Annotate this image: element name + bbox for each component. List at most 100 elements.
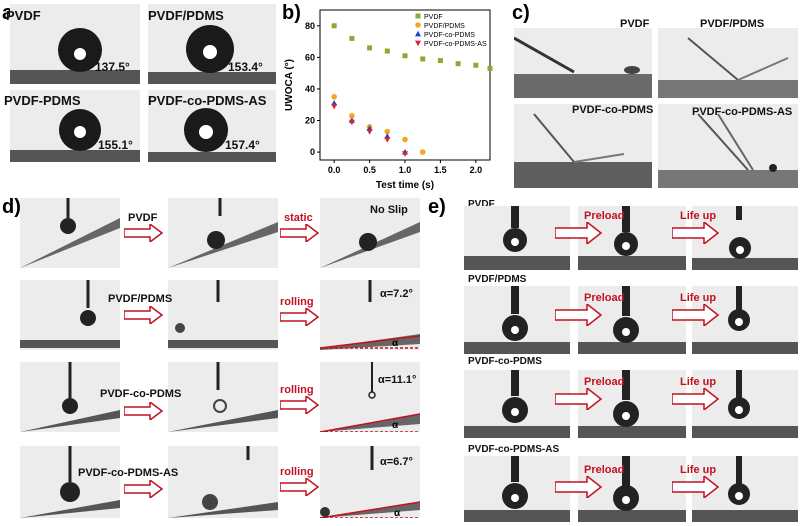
x-tick-label: 2.0: [470, 165, 483, 175]
tilted-drop-image: α: [320, 280, 420, 350]
data-point: [331, 103, 338, 110]
adhesion-photo-lift: [692, 286, 798, 354]
slide-photo-start: [20, 362, 120, 432]
step-label: Life up: [680, 210, 717, 222]
y-tick-label: 80: [305, 21, 315, 31]
x-tick-label: 1.0: [399, 165, 412, 175]
slide-photo-start: [20, 198, 120, 268]
tilted-drop-image: [168, 446, 278, 518]
data-point: [473, 62, 479, 68]
right-arrow-icon: [672, 304, 720, 326]
right-arrow-icon: [280, 396, 320, 414]
x-tick-label: 0.5: [363, 165, 376, 175]
right-arrow-icon: [280, 308, 320, 326]
right-arrow-icon: [672, 222, 720, 244]
adhesion-drop-image: [464, 456, 570, 522]
action-label: rolling: [280, 466, 314, 478]
data-point: [402, 151, 408, 157]
data-point: [487, 65, 493, 71]
tilted-drop-image: [20, 198, 120, 268]
alpha-symbol: α: [392, 338, 399, 349]
tilted-drop-image: [168, 362, 278, 432]
contact-angle-value: 155.1°: [98, 138, 133, 152]
data-point: [419, 149, 426, 155]
droplet-image: [148, 25, 276, 84]
needle-image: [658, 113, 798, 188]
adhesion-photo-start: [464, 370, 570, 438]
right-arrow-icon: [124, 480, 164, 498]
right-arrow-icon: [555, 388, 603, 410]
sample-label: PVDF-co-PDMS: [100, 388, 182, 400]
sample-label: PVDF-co-PDMS-AS: [692, 106, 793, 118]
needle-photo-pvdf-co-pdms: [514, 104, 652, 188]
adhesion-photo-preload: [578, 206, 686, 270]
x-axis-label: Test time (s): [376, 180, 434, 190]
step-label: Life up: [680, 464, 717, 476]
contact-angle-photo-pvdf: [10, 4, 140, 84]
result-label: No Slip: [370, 204, 408, 216]
sample-label: PVDF: [6, 8, 41, 23]
data-point: [384, 137, 391, 143]
adhesion-drop-image: [578, 206, 686, 270]
panel-b-label: b): [282, 2, 301, 24]
tilted-drop-image: [168, 280, 278, 348]
slide-photo-end: α: [320, 446, 420, 518]
data-point: [384, 48, 390, 54]
tilted-drop-image: α: [320, 362, 420, 432]
slide-photo-start: [20, 280, 120, 350]
right-arrow-icon: [124, 306, 164, 324]
panel-d-label: d): [2, 196, 21, 218]
tilted-drop-image: [168, 198, 278, 268]
needle-image: [658, 37, 798, 98]
action-label: rolling: [280, 384, 314, 396]
data-point: [437, 58, 443, 64]
adhesion-drop-image: [578, 286, 686, 354]
needle-image: [514, 113, 652, 188]
data-point: [348, 119, 355, 126]
slide-photo-mid: [168, 198, 278, 268]
right-arrow-icon: [124, 402, 164, 420]
droplet-image: [148, 108, 276, 162]
contact-angle-photo-pvdf-co-pdms-as: [148, 90, 276, 162]
adhesion-drop-image: [464, 206, 570, 270]
slide-photo-start: [20, 446, 120, 518]
legend-marker: [415, 22, 421, 28]
contact-angle-photo-pvdf-pdms: [148, 4, 276, 84]
step-label: Life up: [680, 292, 717, 304]
data-point: [384, 128, 391, 135]
adhesion-drop-image: [464, 286, 570, 354]
data-point: [349, 35, 355, 41]
action-label: static: [284, 212, 313, 224]
adhesion-photo-start: [464, 206, 570, 270]
legend-marker: [415, 13, 421, 19]
data-points: [331, 23, 493, 157]
sample-label: PVDF-co-PDMS-AS: [78, 467, 179, 479]
data-point: [402, 136, 408, 143]
legend-entry: PVDF-co-PDMS-AS: [424, 41, 487, 48]
right-arrow-icon: [280, 224, 320, 242]
adhesion-drop-image: [692, 206, 798, 270]
panel-e-label: e): [428, 196, 446, 218]
adhesion-photo-start: [464, 286, 570, 354]
droplet-image: [10, 28, 140, 84]
adhesion-photo-preload: [578, 286, 686, 354]
adhesion-drop-image: [578, 370, 686, 438]
right-arrow-icon: [672, 476, 720, 498]
y-axis-label: UWOCA (°): [284, 59, 295, 111]
contact-angle-value: 157.4°: [225, 138, 260, 152]
data-point: [366, 129, 373, 135]
slide-photo-mid: [168, 280, 278, 350]
y-tick-label: 20: [305, 116, 315, 126]
sample-label: PVDF-co-PDMS-AS: [468, 444, 560, 455]
slide-photo-end: [320, 198, 420, 268]
data-point: [420, 56, 426, 62]
slide-photo-end: α: [320, 280, 420, 350]
y-tick-label: 60: [305, 52, 315, 62]
step-label: Preload: [584, 210, 625, 222]
slide-photo-end: α: [320, 362, 420, 432]
legend-entry: PVDF-co-PDMS: [424, 32, 475, 39]
step-label: Life up: [680, 376, 717, 388]
result-label: α=7.2°: [380, 288, 413, 300]
adhesion-drop-image: [464, 370, 570, 438]
contact-angle-value: 153.4°: [228, 60, 263, 74]
